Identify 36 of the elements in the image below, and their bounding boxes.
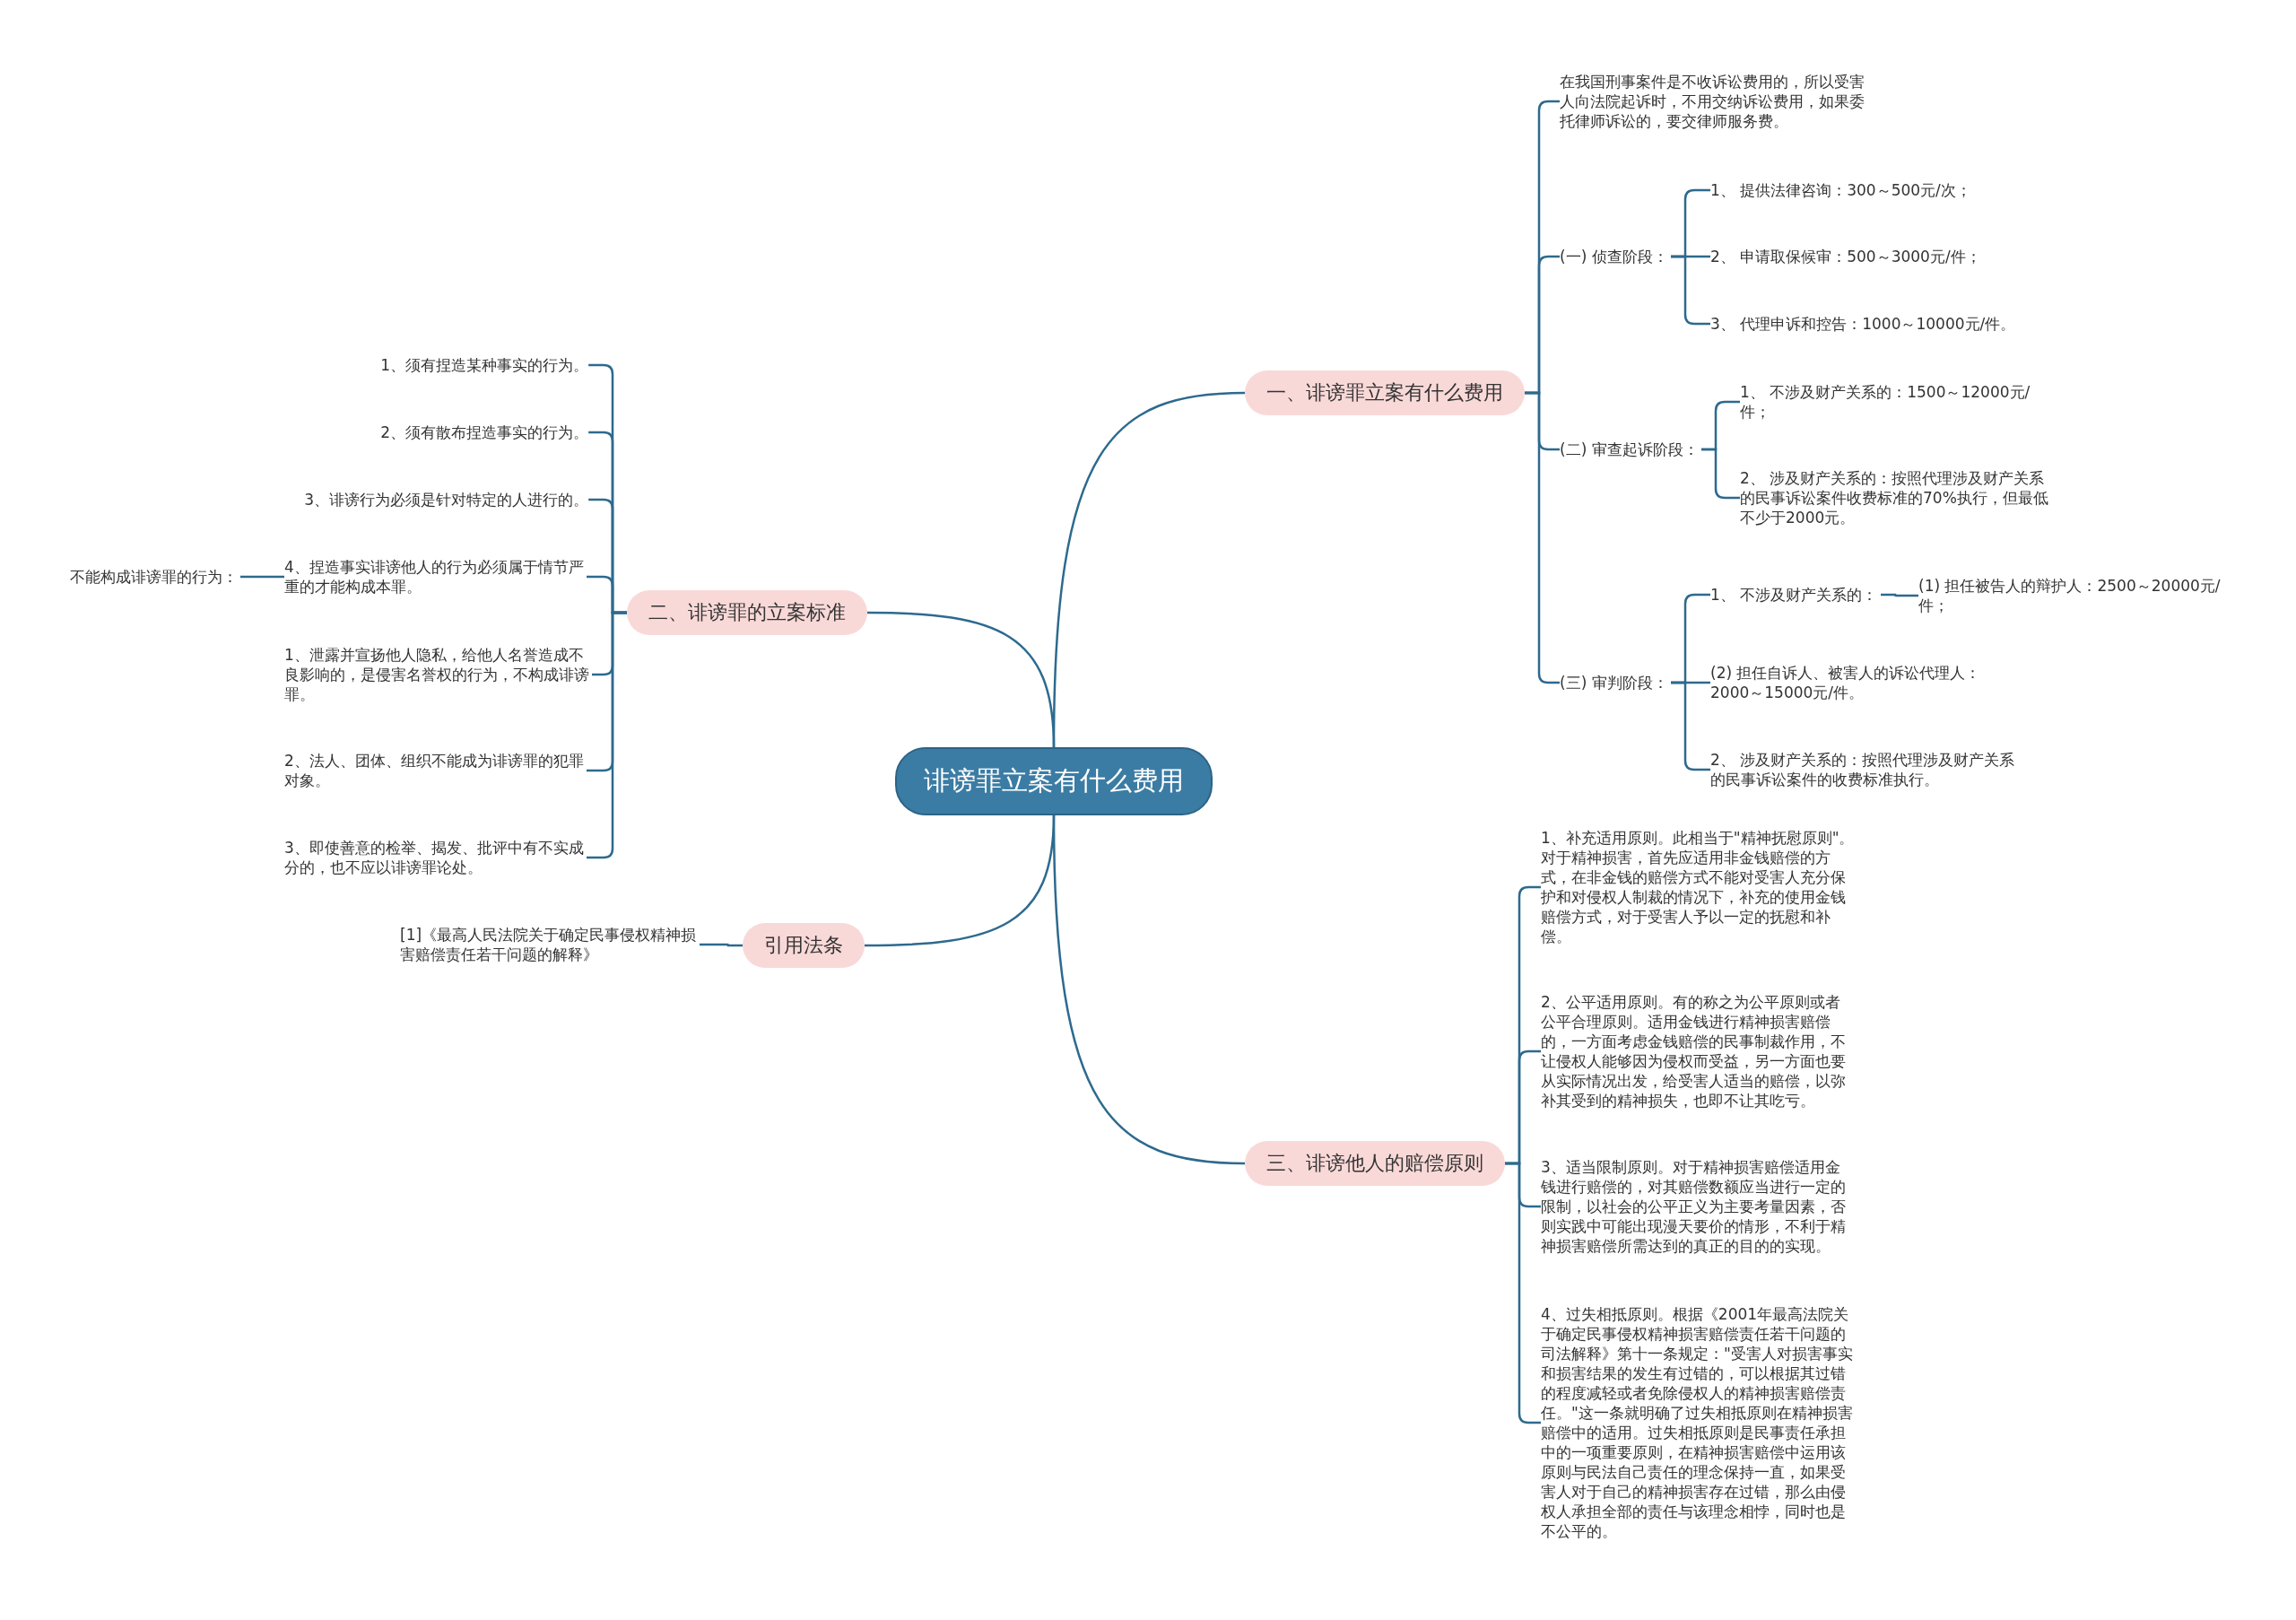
topic-text: 1、 提供法律咨询：300～500元/次； [1710,180,1974,200]
topic-text: 在我国刑事案件是不收诉讼费用的，所以受害人向法院起诉时，不用交纳诉讼费用，如果委托律师诉讼的，要交律师服务费。 [1560,72,1867,131]
topic-text: (三) 审判阶段： [1560,673,1671,692]
connector-line [1881,593,1918,597]
topic-text: 3、适当限制原则。对于精神损害赔偿适用金钱进行赔偿的，对其赔偿数额应当进行一定的限制，以社会的公平正义为主要考量因素，否则实践中可能出现漫天要价的情形，不利于精神损害赔偿所需达到的真正的目的的实现。 [1541,1157,1848,1256]
topic-text: 1、泄露并宣扬他人隐私，给他人名誉造成不良影响的，是侵害名誉权的行为，不构成诽谤罪。 [284,645,592,704]
topic-text: [1]《最高人民法院关于确定民事侵权精神损害赔偿责任若干问题的解释》 [400,925,700,964]
topic-text: 2、公平适用原则。有的称之为公平原则或者公平合理原则。适用金钱进行精神损害赔偿的，一方面考虑金钱赔偿的民事制裁作用，不让侵权人能够因为侵权而受益，另一方面也要从实际情况出发，给受害人适当的赔偿，以弥补其受到的精神损失，也即不让其吃亏。 [1541,992,1848,1110]
branch-topic: 一、诽谤罪立案有什么费用 [1245,370,1525,415]
topic-text: (2) 担任自诉人、被害人的诉讼代理人：2000～15000元/件。 [1710,663,1984,702]
connector-line [240,575,284,579]
topic-text: (二) 审查起诉阶段： [1560,440,1701,459]
topic-text: 3、即使善意的检举、揭发、批评中有不实成分的，也不应以诽谤罪论处。 [284,838,587,877]
topic-text: 1、补充适用原则。此相当于"精神抚慰原则"。对于精神损害，首先应适用非金钱赔偿的方式，在非金钱的赔偿方式不能对受害人充分保护和对侵权人制裁的情况下，补充的使用金钱赔偿方式，对于受害人予以一定的抚慰和补偿。 [1541,828,1857,946]
topic-text: 3、诽谤行为必须是针对特定的人进行的。 [301,490,589,510]
central-topic: 诽谤罪立案有什么费用 [895,747,1213,815]
topic-text: 4、捏造事实诽谤他人的行为必须属于情节严重的才能构成本罪。 [284,557,587,597]
branch-topic: 二、诽谤罪的立案标准 [627,590,867,635]
topic-text: (1) 担任被告人的辩护人：2500～20000元/件； [1918,576,2223,615]
connector-line [1052,814,1246,1165]
connector-line [867,611,1056,748]
topic-text: 4、过失相抵原则。根据《2001年最高法院关于确定民事侵权精神损害赔偿责任若干问题的司法解释》第十一条规定："受害人对损害事实和损害结果的发生有过错的，可以根据其过错的程度减轻或者免除侵权人的精神损害赔偿责任。"这一条就明确了过失相抵原则在精神损害赔偿中的适用。过失相抵原则是民事责任承担中的一项重要原则，在精神损害赔偿中运用该原则与民法自己责任的理念保持一直，如果受害人对于自己的精神损害存在过错，那么由侵权人承担全部的责任与该理念相悖，同时也是不公平的。 [1541,1304,1856,1541]
topic-text: 1、 不涉及财产关系的：1500～12000元/件； [1740,382,2033,422]
branch-topic: 三、诽谤他人的赔偿原则 [1245,1141,1505,1186]
connector-line [700,943,743,947]
topic-text: 2、 申请取保候审：500～3000元/件； [1710,247,1984,266]
topic-text: 2、 涉及财产关系的：按照代理涉及财产关系的民事诉讼案件的收费标准执行。 [1710,750,2018,789]
topic-text: 3、 代理申诉和控告：1000～10000元/件。 [1710,314,2019,334]
topic-text: 不能构成诽谤罪的行为： [70,567,240,587]
topic-text: 2、须有散布捏造事实的行为。 [378,422,589,442]
branch-topic: 引用法条 [743,923,865,968]
topic-text: 2、法人、团体、组织不能成为诽谤罪的犯罪对象。 [284,751,587,790]
topic-text: 1、须有捏造某种事实的行为。 [378,355,589,375]
topic-text: (一) 侦查阶段： [1560,247,1671,266]
topic-text: 2、 涉及财产关系的：按照代理涉及财产关系的民事诉讼案件收费标准的70%执行，但最低不少于2000元。 [1740,468,2051,527]
topic-text: 1、 不涉及财产关系的： [1710,585,1881,605]
